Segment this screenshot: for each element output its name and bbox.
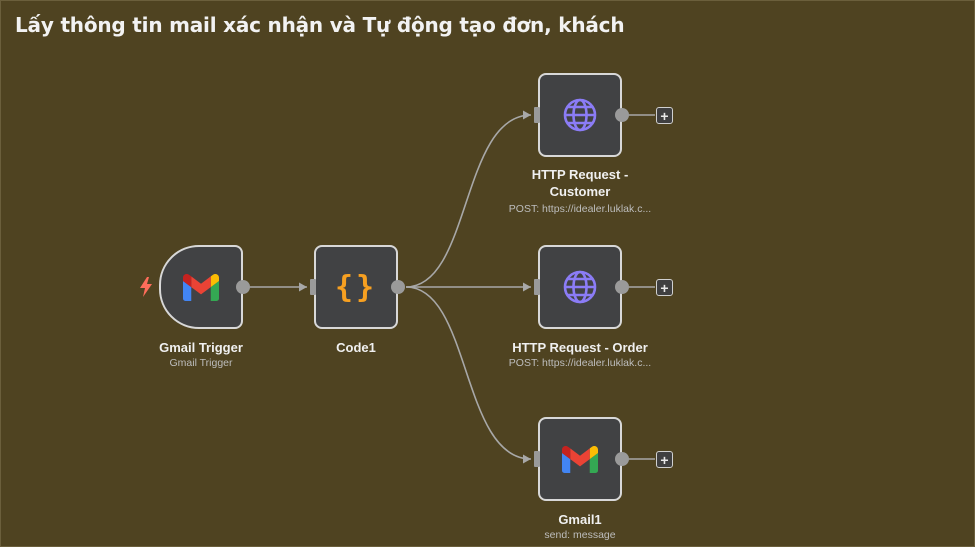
node-label-line2: Customer (549, 184, 611, 199)
node-label: Gmail Trigger (159, 340, 243, 355)
edge-code-to-customer (405, 114, 532, 288)
globe-icon (563, 270, 597, 304)
input-handle[interactable] (534, 451, 540, 467)
arrow-trigger-to-code (299, 282, 307, 292)
node-subtitle: POST: https://idealer.luklak.c... (508, 357, 652, 369)
input-handle[interactable] (310, 279, 316, 295)
node-subtitle: Gmail Trigger (169, 357, 233, 369)
output-handle[interactable] (391, 280, 405, 294)
edge-code-to-gmail1 (405, 286, 532, 460)
node-code1[interactable]: {} (310, 245, 405, 329)
add-node-button[interactable]: + (656, 279, 673, 296)
gmail-icon (562, 445, 598, 473)
output-handle[interactable] (615, 280, 629, 294)
input-handle[interactable] (534, 107, 540, 123)
node-gmail-trigger[interactable] (159, 245, 250, 329)
output-handle[interactable] (236, 280, 250, 294)
node-label: Code1 (336, 340, 376, 355)
node-http-request-order[interactable] (534, 245, 629, 329)
add-node-button[interactable]: + (656, 451, 673, 468)
node-subtitle: send: message (544, 529, 616, 541)
add-node-button[interactable]: + (656, 107, 673, 124)
node-label: Gmail1 (558, 512, 602, 527)
gmail-icon (183, 273, 219, 301)
node-gmail1[interactable] (534, 417, 629, 501)
output-handle[interactable] (615, 108, 629, 122)
arrow-code-to-gmail1 (523, 454, 531, 464)
node-label-line1: HTTP Request - (531, 167, 629, 182)
arrow-code-to-customer (523, 110, 531, 120)
input-handle[interactable] (534, 279, 540, 295)
trigger-bolt-icon (140, 277, 152, 297)
code-braces-icon: {} (334, 269, 378, 305)
globe-icon (563, 98, 597, 132)
arrow-code-to-order (523, 282, 531, 292)
output-handle[interactable] (615, 452, 629, 466)
node-label: HTTP Request - Order (512, 340, 648, 355)
workflow-title: Lấy thông tin mail xác nhận và Tự động t… (15, 13, 625, 37)
node-subtitle: POST: https://idealer.luklak.c... (508, 203, 652, 215)
node-http-request-customer[interactable] (534, 73, 629, 157)
